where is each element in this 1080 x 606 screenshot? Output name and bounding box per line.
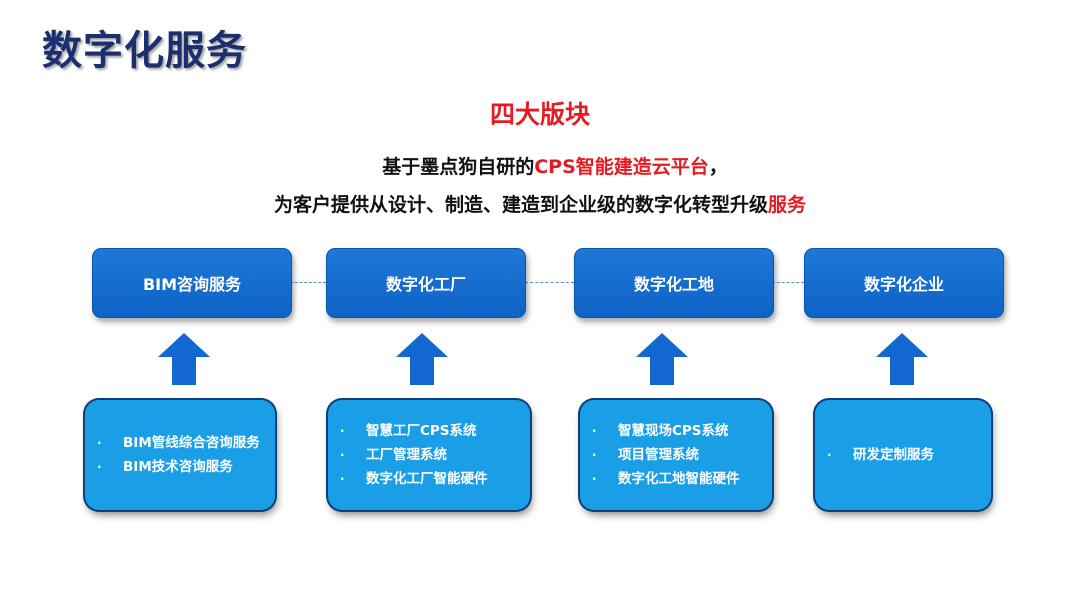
intro-line-1: 基于墨点狗自研的CPS智能建造云平台， — [0, 152, 1080, 179]
list-item-label: 智慧现场CPS系统 — [618, 423, 729, 439]
up-arrow-icon — [636, 333, 688, 385]
list-item-label: BIM技术咨询服务 — [123, 459, 233, 475]
list-item: · 数字化工厂智能硬件 — [340, 467, 530, 491]
list-item: · BIM技术咨询服务 — [97, 455, 275, 479]
list-item-label: 数字化工地智能硬件 — [618, 471, 740, 487]
block-digital-site: 数字化工地 — [574, 248, 774, 318]
bullet-icon: · — [97, 460, 102, 474]
card-digital-enterprise: · 研发定制服务 — [815, 400, 991, 510]
bullet-icon: · — [592, 472, 597, 486]
bullet-icon: · — [592, 424, 597, 438]
intro-line-2-text: 为客户提供从设计、制造、建造到企业级的数字化转型升级 — [273, 194, 768, 216]
list-item-label: 智慧工厂CPS系统 — [366, 423, 477, 439]
bullet-icon: · — [340, 424, 345, 438]
card-digital-site: · 智慧现场CPS系统 · 项目管理系统 · 数字化工地智能硬件 — [580, 400, 772, 510]
bullet-icon: · — [827, 448, 832, 462]
card-bim-consulting: · BIM管线综合咨询服务 · BIM技术咨询服务 — [85, 400, 275, 510]
bullet-icon: · — [340, 448, 345, 462]
list-item: · 数字化工地智能硬件 — [592, 467, 772, 491]
card-digital-factory: · 智慧工厂CPS系统 · 工厂管理系统 · 数字化工厂智能硬件 — [328, 400, 530, 510]
list-item-label: 工厂管理系统 — [366, 447, 447, 463]
list-item: · 项目管理系统 — [592, 443, 772, 467]
platform-highlight: CPS智能建造云平台 — [534, 156, 709, 178]
list-item: · 研发定制服务 — [827, 443, 991, 467]
block-bim-consulting: BIM咨询服务 — [92, 248, 292, 318]
list-item: · 工厂管理系统 — [340, 443, 530, 467]
list-item-label: 项目管理系统 — [618, 447, 699, 463]
list-item: · 智慧现场CPS系统 — [592, 419, 772, 443]
service-highlight: 服务 — [768, 194, 807, 216]
section-subtitle: 四大版块 — [489, 100, 590, 129]
intro-line-1-text: 基于墨点狗自研的 — [382, 156, 535, 178]
list-item-label: BIM管线综合咨询服务 — [123, 435, 260, 451]
connector-3-4 — [772, 282, 804, 283]
block-digital-factory: 数字化工厂 — [326, 248, 526, 318]
up-arrow-icon — [396, 333, 448, 385]
bullet-icon: · — [340, 472, 345, 486]
list-item: · BIM管线综合咨询服务 — [97, 431, 275, 455]
intro-line-2: 为客户提供从设计、制造、建造到企业级的数字化转型升级服务 — [0, 190, 1080, 217]
intro-line-1-punct: ， — [708, 156, 728, 178]
connector-2-3 — [525, 282, 574, 283]
page-title: 数字化服务 — [42, 28, 247, 74]
bullet-icon: · — [592, 448, 597, 462]
connector-1-2 — [290, 282, 326, 283]
list-item-label: 数字化工厂智能硬件 — [366, 471, 488, 487]
up-arrow-icon — [876, 333, 928, 385]
up-arrow-icon — [158, 333, 210, 385]
bullet-icon: · — [97, 436, 102, 450]
list-item-label: 研发定制服务 — [853, 447, 934, 463]
list-item: · 智慧工厂CPS系统 — [340, 419, 530, 443]
block-digital-enterprise: 数字化企业 — [804, 248, 1004, 318]
